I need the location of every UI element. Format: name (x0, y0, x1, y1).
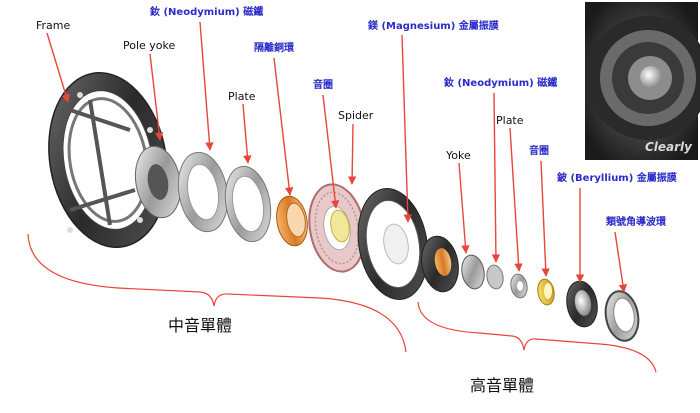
product-photo-frame: Clearly (585, 2, 698, 160)
yoke-part (421, 235, 459, 293)
label-horn-waveguide: 類號角導波環 (606, 217, 666, 228)
midrange-bracket (27, 233, 407, 353)
label-plate-tw: Plate (496, 114, 524, 127)
photo-watermark: Clearly (644, 140, 692, 154)
pole-yoke-part (134, 145, 182, 219)
neodymium-magnet-tw-part (461, 254, 504, 290)
label-neodymium-magnet-mid: 釹 (Neodymium) 磁鐵 (150, 7, 264, 18)
magnesium-diaphragm-part (357, 188, 429, 300)
pointer-arrows (46, 21, 628, 293)
group-label-midrange: 中音單體 (168, 316, 233, 335)
voice-coil-tw-part (537, 278, 555, 306)
horn-waveguide-part (604, 290, 640, 342)
plate-tw-part (510, 273, 528, 299)
voice-coil-mid-part (330, 209, 350, 243)
label-voice-coil-tw: 音圈 (529, 146, 549, 157)
product-photo (585, 2, 700, 160)
beryllium-diaphragm-part (566, 280, 598, 328)
neodymium-magnet-mid-part (177, 151, 229, 233)
group-label-tweeter: 高音單體 (470, 376, 535, 395)
label-yoke: Yoke (446, 149, 471, 162)
tweeter-bracket (417, 301, 657, 373)
plate-mid-part (224, 165, 272, 243)
copper-ring-part (276, 195, 308, 247)
label-frame: Frame (36, 19, 71, 32)
label-copper-ring: 隔離銅環 (254, 43, 294, 54)
label-spider: Spider (338, 109, 374, 122)
label-voice-coil-mid: 音圈 (313, 80, 333, 91)
label-neodymium-magnet-tw: 釹 (Neodymium) 磁鐵 (444, 78, 558, 89)
label-plate-mid: Plate (228, 90, 256, 103)
label-magnesium-diaphragm: 鎂 (Magnesium) 金屬振膜 (368, 21, 499, 32)
label-beryllium-diaphragm: 鈹 (Beryllium) 金屬振膜 (557, 173, 677, 184)
label-pole-yoke: Pole yoke (123, 39, 176, 52)
